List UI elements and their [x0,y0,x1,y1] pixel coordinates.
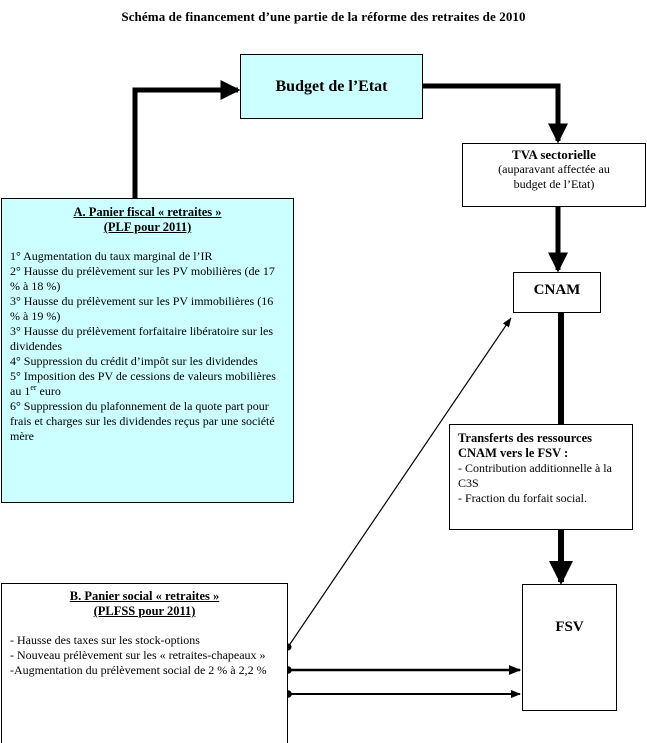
transfer-node: Transferts des ressources CNAM vers le F… [449,424,633,530]
cnam-node: CNAM [513,272,601,313]
transfer-item: - Fraction du forfait social. [458,491,587,505]
cnam-label: CNAM [533,282,581,298]
panelA-item: 2° Hausse du prélèvement sur les PV mobi… [10,264,275,293]
budget-etat-node: Budget de l’Etat [240,54,423,119]
panelA-title-1: A. Panier fiscal « retraites » [73,205,222,219]
arrow-panelA-to-budget [132,80,241,198]
panelA-item: 3° Hausse du prélèvement forfaitaire lib… [10,324,274,353]
tva-title: TVA sectorielle [512,147,596,162]
panelB-item: - Hausse des taxes sur les stock-options [10,633,200,647]
fsv-node: FSV [522,584,617,711]
fsv-label: FSV [555,619,584,635]
panelA-item: 6° Suppression du plafonnement de la quo… [10,399,275,443]
panelB-item: -Augmentation du prélèvement social de 2… [10,663,267,677]
tva-subtitle-1: (auparavant affectée au [498,162,610,176]
panelB-list: - Hausse des taxes sur les stock-options… [10,633,279,678]
panelB-item: - Nouveau prélèvement sur les « retraite… [10,648,266,662]
transfer-item: - Contribution additionnelle à la C3S [458,461,612,490]
panelA-title-2: (PLF pour 2011) [103,220,192,234]
tva-subtitle-2: budget de l’Etat) [513,177,595,191]
panelA-item: 4° Suppression du crédit d’impôt sur les… [10,354,258,368]
panelA-item-text-after: euro [36,384,61,398]
panelA-item: 3° Hausse du prélèvement sur les PV immo… [10,294,274,323]
panel-social-retraites: B. Panier social « retraites » (PLFSS po… [1,583,288,743]
tva-sectorielle-node: TVA sectorielle (auparavant affectée au … [462,143,646,207]
superscript: er [30,383,37,392]
transfer-title-2: CNAM vers le FSV : [458,446,569,460]
budget-label: Budget de l’Etat [275,77,388,95]
panelA-list: 1° Augmentation du taux marginal de l’IR… [10,249,285,444]
panelA-item: 5° Imposition des PV de cessions de vale… [10,369,285,399]
panelB-title-2: (PLFSS pour 2011) [93,604,196,618]
panelB-title-1: B. Panier social « retraites » [69,589,220,603]
diagram-title: Schéma de financement d’une partie de la… [121,9,526,24]
panel-fiscal-retraites: A. Panier fiscal « retraites » (PLF pour… [1,198,294,503]
panelA-item-text: 5° Imposition des PV de cessions de vale… [10,369,276,398]
arrow-budget-to-tva [423,83,568,144]
panelA-item: 1° Augmentation du taux marginal de l’IR [10,249,213,263]
transfer-title-1: Transferts des ressources [458,431,593,445]
